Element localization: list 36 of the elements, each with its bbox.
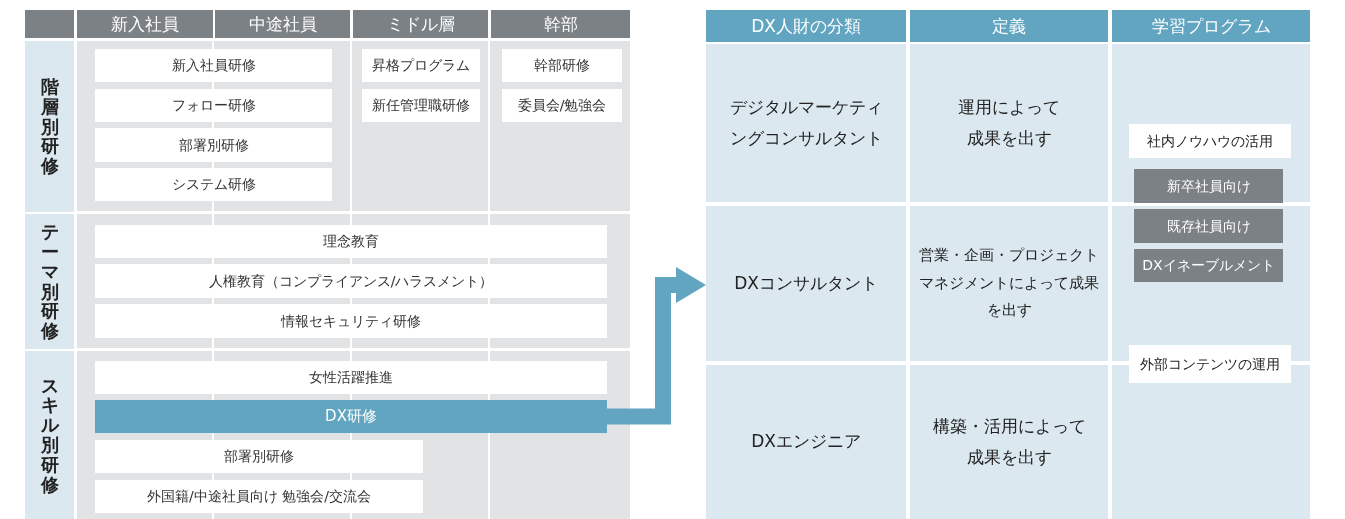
column-header: 中途社員 bbox=[215, 10, 350, 38]
program-box: DXイネーブルメント bbox=[1134, 249, 1283, 282]
column-header: 新入社員 bbox=[77, 10, 213, 38]
training-box: 外国籍/中途社員向け 勉強会/交流会 bbox=[95, 480, 423, 513]
training-box: 部署別研修 bbox=[95, 440, 423, 473]
program-box: 新卒社員向け bbox=[1134, 169, 1283, 203]
training-box: 新任管理職研修 bbox=[362, 89, 480, 122]
table-cell: 構築・活用によって成果を出す bbox=[910, 365, 1108, 519]
training-box: システム研修 bbox=[95, 168, 332, 201]
table-cell: 運用によって成果を出す bbox=[910, 44, 1108, 202]
row-header: スキル別研修 bbox=[25, 351, 74, 519]
training-box: 部署別研修 bbox=[95, 128, 332, 162]
table-cell: DXコンサルタント bbox=[706, 206, 906, 361]
row-header: テーマ別研修 bbox=[25, 214, 74, 349]
training-box: 人権教育（コンプライアンス/ハラスメント） bbox=[95, 264, 607, 298]
training-box: 新入社員研修 bbox=[95, 49, 332, 82]
program-box: 既存社員向け bbox=[1134, 209, 1283, 243]
training-box: 女性活躍推進 bbox=[95, 361, 607, 394]
program-box: 外部コンテンツの運用 bbox=[1129, 345, 1291, 383]
column-header: 学習プログラム bbox=[1112, 10, 1310, 42]
training-box: フォロー研修 bbox=[95, 89, 332, 122]
table-cell: 営業・企画・プロジェクトマネジメントによって成果を出す bbox=[910, 206, 1108, 361]
training-box: 理念教育 bbox=[95, 225, 607, 258]
highlighted-training-box: DX研修 bbox=[95, 400, 607, 433]
table-cell: デジタルマーケティングコンサルタント bbox=[706, 44, 906, 202]
table-cell: DXエンジニア bbox=[706, 365, 906, 519]
program-box: 社内ノウハウの活用 bbox=[1129, 124, 1291, 158]
training-box: 幹部研修 bbox=[502, 49, 622, 82]
training-box: 委員会/勉強会 bbox=[502, 89, 622, 122]
column-header: 幹部 bbox=[491, 10, 630, 38]
training-box: 昇格プログラム bbox=[362, 49, 480, 82]
column-header: ミドル層 bbox=[353, 10, 488, 38]
column-header: 定義 bbox=[910, 10, 1108, 42]
column-header: DX人財の分類 bbox=[706, 10, 906, 42]
row-header: 階層別研修 bbox=[25, 41, 74, 212]
training-box: 情報セキュリティ研修 bbox=[95, 304, 607, 338]
